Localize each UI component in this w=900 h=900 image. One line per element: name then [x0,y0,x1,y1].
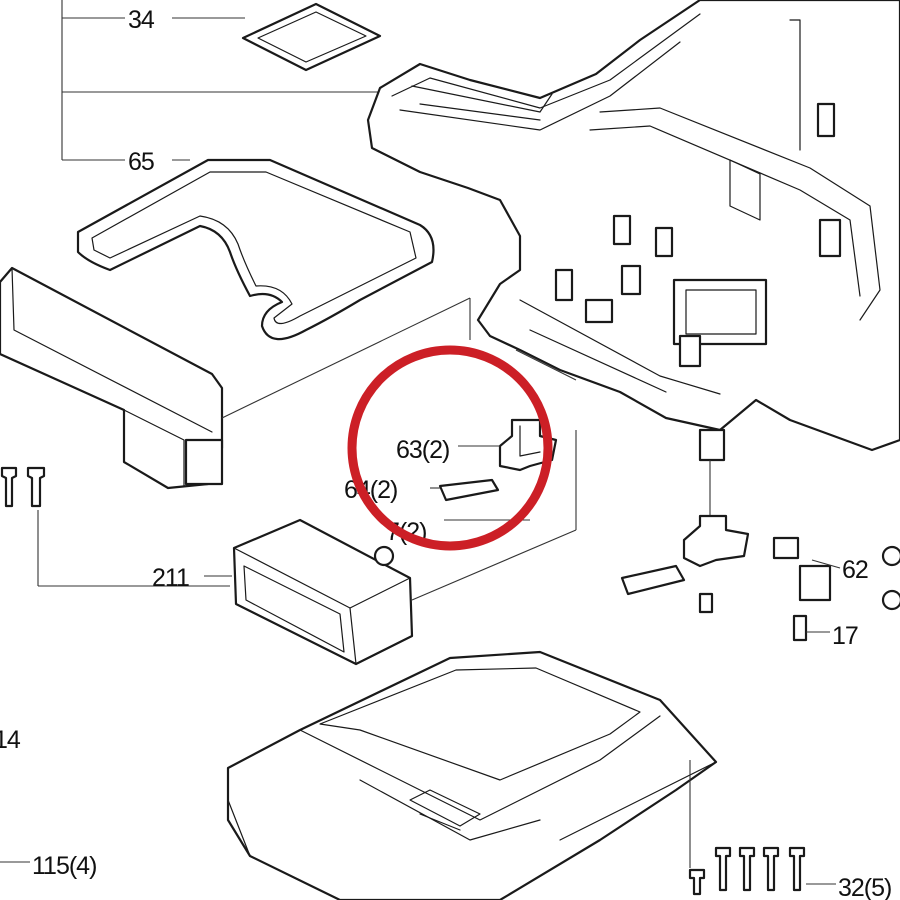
switch-parts-right [620,514,900,642]
label-211: 211 [152,564,189,592]
label-63: 63(2) [396,436,449,464]
light-module-211 [204,518,577,666]
screws-left [0,466,230,587]
upper-housing [366,0,900,516]
label-115: 115(4) [32,852,96,880]
bracket-leaders [61,0,385,161]
label-34: 34 [128,6,155,34]
label-32: 32(5) [838,874,891,900]
label-65: 65 [128,148,154,176]
switch-parts-63-64-7 [430,349,577,530]
battery-cover [0,266,471,490]
label-62: 62 [842,556,868,584]
seal-65 [76,158,435,341]
screws-32 [688,760,836,896]
label-14: 14 [0,726,21,754]
label-17: 17 [832,622,858,650]
highlight-circle [347,345,553,551]
gasket-34 [241,2,382,72]
lower-base [226,650,718,900]
